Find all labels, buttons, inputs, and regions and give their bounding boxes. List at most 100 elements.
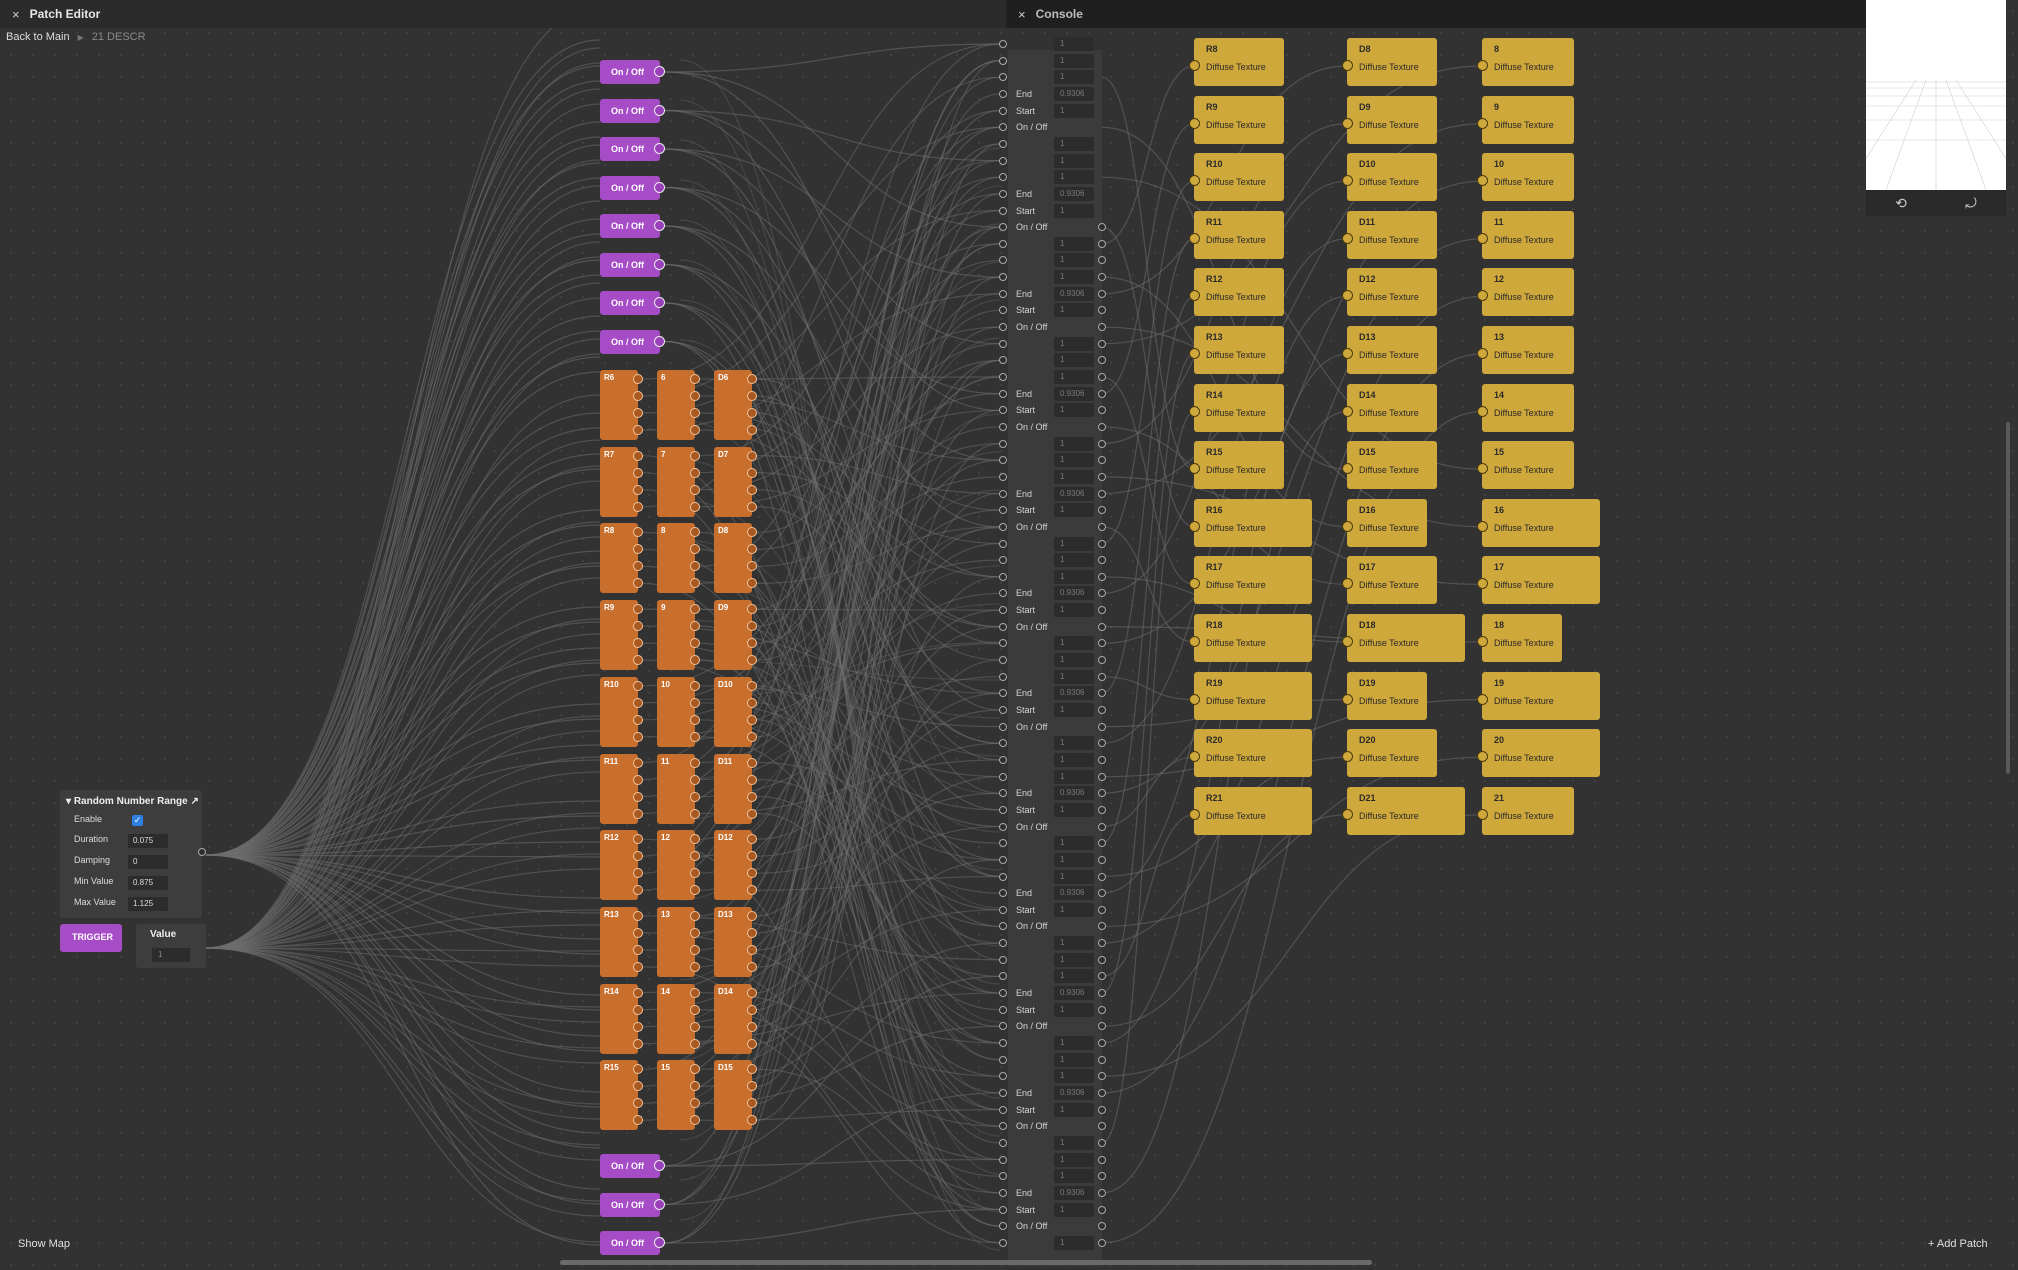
input-port-icon[interactable] [999, 1072, 1007, 1081]
output-port-icon[interactable] [1098, 1222, 1106, 1231]
parameter-value[interactable]: 1 [1054, 603, 1094, 618]
output-port-icon[interactable] [654, 297, 665, 308]
input-port-icon[interactable] [1342, 405, 1353, 417]
input-port-icon[interactable] [999, 972, 1007, 981]
port-icon[interactable] [633, 1115, 643, 1126]
output-port-icon[interactable] [1098, 1022, 1106, 1031]
input-port-icon[interactable] [999, 1138, 1007, 1147]
input-port-icon[interactable] [1342, 520, 1353, 532]
port-icon[interactable] [690, 680, 700, 691]
parameter-value[interactable]: 1 [1054, 70, 1094, 85]
port-icon[interactable] [633, 450, 643, 461]
parameter-value[interactable]: 1 [1054, 653, 1094, 668]
animation-node[interactable]: 15 [657, 1060, 700, 1131]
enable-checkbox[interactable]: ✓ [132, 815, 143, 826]
port-icon[interactable] [690, 655, 700, 666]
output-port-icon[interactable] [1098, 672, 1106, 681]
input-port-icon[interactable] [999, 639, 1007, 648]
output-port-icon[interactable] [1098, 1188, 1106, 1197]
port-icon[interactable] [690, 425, 700, 435]
parameter-value[interactable]: 1 [1054, 270, 1094, 285]
onoff-node[interactable]: On / Off [600, 137, 665, 161]
output-port-icon[interactable] [654, 1237, 665, 1248]
output-port-icon[interactable] [1098, 706, 1106, 714]
port-icon[interactable] [747, 655, 757, 666]
port-icon[interactable] [690, 638, 700, 649]
parameter-value[interactable]: 1 [1054, 836, 1094, 851]
output-port-icon[interactable] [654, 1160, 665, 1171]
parameter-value[interactable]: 0.9306 [1054, 286, 1094, 301]
port-icon[interactable] [690, 791, 700, 802]
output-port-icon[interactable] [1098, 689, 1106, 698]
port-icon[interactable] [747, 527, 757, 538]
parameter-value[interactable]: 1 [1054, 353, 1094, 368]
input-port-icon[interactable] [999, 506, 1007, 515]
animation-node[interactable]: R6 [600, 370, 643, 440]
parameter-value[interactable]: 0.9306 [1054, 686, 1094, 701]
output-port-icon[interactable] [1098, 539, 1106, 548]
parameter-value[interactable]: 1 [1054, 1169, 1094, 1184]
port-icon[interactable] [747, 408, 757, 418]
port-icon[interactable] [690, 1021, 700, 1032]
random-number-range-node[interactable]: ▾ Random Number Range ↗ Enable ✓ Duratio… [60, 790, 206, 918]
animation-node[interactable]: D14 [714, 983, 757, 1054]
output-port-icon[interactable] [654, 1198, 665, 1210]
output-port-icon[interactable] [1098, 606, 1106, 615]
input-port-icon[interactable] [999, 1188, 1007, 1197]
port-icon[interactable] [633, 374, 643, 384]
output-port-icon[interactable] [1098, 972, 1106, 981]
parameter-value[interactable]: 0.9306 [1054, 886, 1094, 901]
port-icon[interactable] [633, 638, 643, 649]
output-port-icon[interactable] [1098, 1055, 1106, 1064]
parameter-value[interactable]: 1 [1054, 1052, 1094, 1067]
output-port-icon[interactable] [1098, 589, 1106, 598]
port-icon[interactable] [747, 604, 757, 615]
input-port-icon[interactable] [999, 1222, 1007, 1231]
input-port-icon[interactable] [999, 139, 1007, 148]
port-icon[interactable] [747, 374, 757, 384]
animation-node[interactable]: R7 [600, 446, 643, 517]
port-icon[interactable] [690, 868, 700, 879]
port-icon[interactable] [690, 1115, 700, 1126]
parameter-value[interactable]: 1 [1054, 103, 1094, 118]
animation-node[interactable]: R10 [600, 676, 643, 747]
output-port-icon[interactable] [1098, 1072, 1106, 1081]
input-port-icon[interactable] [999, 472, 1007, 481]
input-port-icon[interactable] [999, 273, 1007, 282]
input-port-icon[interactable] [999, 323, 1007, 332]
output-port-icon[interactable] [1098, 273, 1106, 282]
input-port-icon[interactable] [999, 989, 1007, 998]
port-icon[interactable] [633, 408, 643, 418]
input-port-icon[interactable] [1477, 175, 1488, 187]
input-port-icon[interactable] [1477, 348, 1488, 359]
input-port-icon[interactable] [999, 922, 1007, 931]
input-port-icon[interactable] [999, 356, 1007, 365]
animation-node[interactable]: R15 [600, 1060, 643, 1131]
animation-node[interactable]: 8 [657, 523, 700, 594]
output-port-icon[interactable] [1098, 922, 1106, 931]
port-icon[interactable] [633, 527, 643, 538]
output-port-icon[interactable] [1098, 356, 1106, 365]
port-icon[interactable] [633, 961, 643, 972]
input-port-icon[interactable] [999, 572, 1007, 581]
parameter-value[interactable]: 1 [1054, 769, 1094, 784]
output-port-icon[interactable] [1098, 456, 1106, 465]
output-port-icon[interactable] [1098, 556, 1106, 565]
port-icon[interactable] [633, 885, 643, 896]
port-icon[interactable] [690, 808, 700, 819]
port-icon[interactable] [747, 578, 757, 589]
output-port-icon[interactable] [654, 104, 665, 116]
value-node[interactable]: Value 1 [136, 924, 206, 968]
input-port-icon[interactable] [1477, 808, 1488, 820]
port-icon[interactable] [690, 467, 700, 478]
